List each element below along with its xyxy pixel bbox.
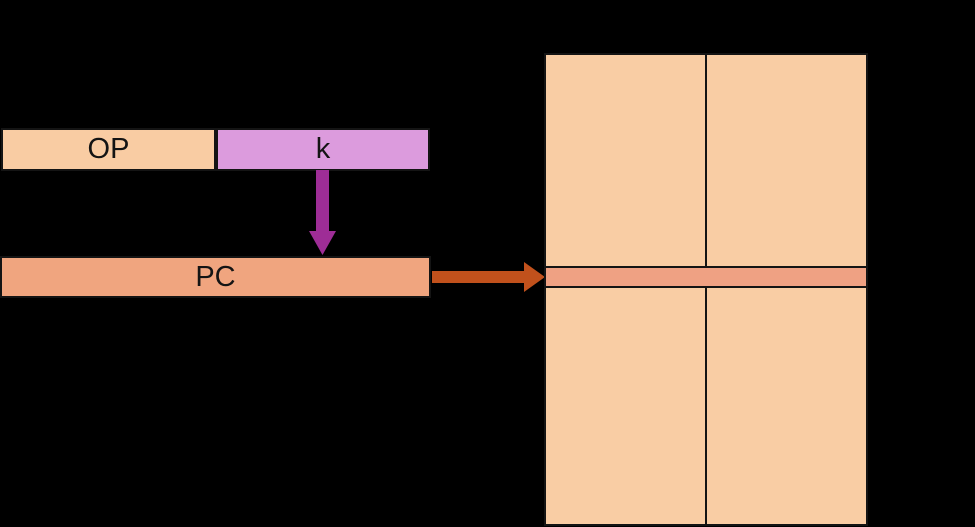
down-arrow-icon (309, 170, 336, 255)
k-field: k (216, 128, 430, 171)
memory-column-divider (705, 55, 707, 524)
op-field: OP (1, 128, 216, 171)
memory-target-row (546, 266, 866, 288)
pc-register: PC (0, 256, 431, 298)
k-field-label: k (315, 133, 331, 165)
op-field-label: OP (87, 133, 130, 165)
pc-register-label: PC (195, 260, 236, 293)
right-arrow-icon (432, 262, 545, 292)
program-memory-table (544, 53, 868, 526)
